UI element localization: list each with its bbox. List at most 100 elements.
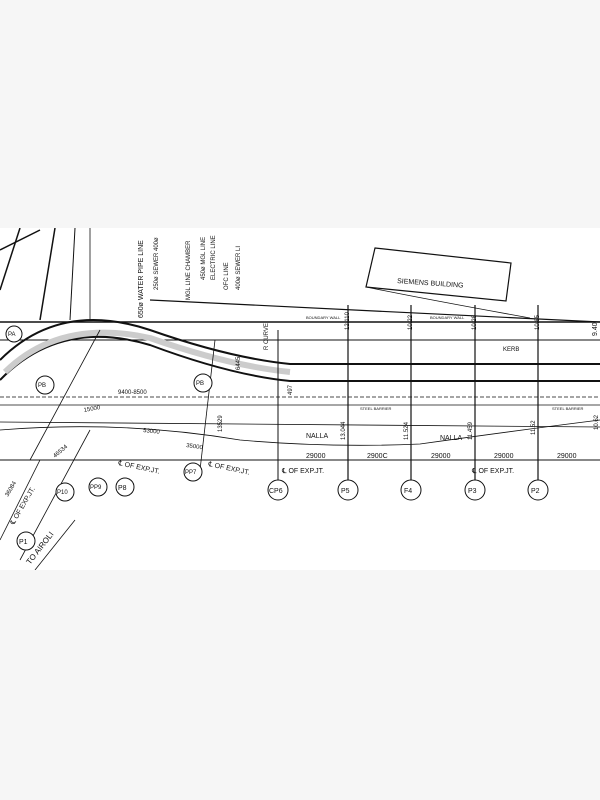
utility-label: 250ø SEWER 400ø (154, 237, 160, 290)
pier-label: P3 (468, 488, 477, 495)
level-label: 10.85 (535, 314, 541, 330)
pier-label: CP6 (269, 488, 283, 495)
pier-circle (88, 477, 108, 497)
exp-joint-label: ℄ OF EXP.JT. (471, 468, 514, 475)
pier-label: P1 (19, 539, 28, 546)
nalla-label: NALLA (306, 433, 329, 440)
span-label: 29000 (431, 453, 451, 460)
pier-marker-p2: P2 (527, 479, 549, 501)
pier-marker-p1: P1 (16, 531, 36, 551)
dimension-label: 497 (288, 384, 294, 395)
pier-label: P8 (118, 485, 127, 492)
level-label: 10.28 (472, 314, 478, 330)
drawing-line (2, 329, 291, 375)
engineering-drawing: SIEMENS BUILDING 12.110 10.22 10.28 10.8… (0, 227, 600, 571)
span-label: 29000 (557, 453, 577, 460)
building-label: SIEMENS BUILDING (397, 278, 464, 290)
drawing-line (199, 339, 216, 471)
pier-marker-pp7: PP7 (183, 462, 203, 482)
utility-label: 450ø MGL LINE (201, 237, 207, 280)
exp-joint-label: ℄ OF EXP.JT. (207, 461, 251, 477)
exp-joint-label: ℄ OF EXP.JT. (9, 486, 37, 527)
boundary-wall-label: BOUNDARY WALL (306, 315, 341, 320)
pier-circle (527, 479, 549, 501)
pier-marker-pb: PB (193, 373, 213, 393)
dimension-label: 11.52 (531, 420, 537, 435)
pier-marker-p3: P3 (464, 479, 486, 501)
kerb-label: KERB (503, 347, 519, 353)
road-lines (0, 227, 600, 571)
pier-circle (464, 479, 486, 501)
pier-circle (5, 325, 23, 343)
pier-circle (193, 373, 213, 393)
pier-label: PA (8, 332, 16, 338)
offset-label: 9400-8500 (118, 390, 147, 396)
level-label: 12.110 (345, 311, 351, 330)
nalla-label: NALLA (440, 435, 463, 442)
drawing-line (0, 227, 21, 291)
level-label: 9.40 (592, 322, 599, 336)
pier-marker-p5: P5 (337, 479, 359, 501)
pier-marker-p8: P8 (115, 477, 135, 497)
drawing-line (0, 319, 600, 365)
dimension-label: 10.62 (594, 414, 600, 430)
pier-label: PB (38, 383, 46, 389)
pier-circle (16, 531, 36, 551)
drawing-line (69, 227, 76, 321)
exp-joint-label: ℄ OF EXP.JT. (281, 468, 324, 475)
drawing-line (39, 227, 56, 321)
dimension-label: 35000 (186, 443, 204, 451)
pier-marker-p10: P10 (55, 482, 75, 502)
dimension-label: 11.524 (404, 421, 410, 440)
pier-circle (35, 375, 55, 395)
drawing-line (0, 335, 600, 382)
boundary-wall-label: BOUNDARY WALL (430, 315, 465, 320)
level-label: 10.22 (408, 314, 414, 330)
pier-grid (199, 305, 539, 480)
pier-circle (183, 462, 203, 482)
pier-marker-pp9: PP9 (88, 477, 108, 497)
drawing-line (0, 229, 41, 251)
dimension-label: 6445 (236, 356, 242, 370)
drawing-line (29, 329, 101, 461)
pier-label: PB (196, 381, 204, 387)
pier-marker-cp6: CP6 (267, 479, 289, 501)
exp-joint-label: ℄ OF EXP.JT. (117, 460, 161, 476)
utility-label: 650ø WATER PIPE LINE (138, 240, 145, 318)
span-label: 29000 (306, 453, 326, 460)
span-label: 2900C (367, 453, 388, 460)
pier-circle (400, 479, 422, 501)
utility-label: OFC LINE (224, 262, 230, 290)
span-label: 29000 (494, 453, 514, 460)
dimension-label: 13529 (218, 415, 224, 432)
dimension-label: 46534 (52, 444, 69, 460)
pier-label: PP9 (90, 485, 102, 491)
pier-circle (115, 477, 135, 497)
dimension-label: 53000 (143, 428, 161, 436)
plan-drawing: SIEMENS BUILDING 12.110 10.22 10.28 10.8… (0, 227, 600, 571)
utility-label: ELECTRIC LINE (211, 235, 217, 280)
pier-label: P10 (57, 490, 68, 496)
pier-markers: P1 P10 PP9 P8 PP7 CP6 P5 F4 P3 P2 PA PB … (5, 325, 549, 551)
pier-label: P5 (341, 488, 350, 495)
pier-marker-pb: PB (35, 375, 55, 395)
pier-circle (55, 482, 75, 502)
siemens-building (365, 247, 512, 302)
radius-label: R CURVE (264, 323, 270, 350)
pier-marker-f4: F4 (400, 479, 422, 501)
pier-label: F4 (404, 488, 412, 495)
pier-label: P2 (531, 488, 540, 495)
drawing-line (149, 299, 600, 323)
drawing-line (34, 519, 76, 571)
dimension-label: 13.044 (341, 421, 347, 440)
drawing-line (0, 421, 600, 428)
pier-circle (337, 479, 359, 501)
dimension-label: 36084 (5, 480, 19, 498)
dimension-label: 11.459 (468, 421, 474, 440)
pier-marker-pa: PA (5, 325, 23, 343)
drawing-line (0, 459, 41, 541)
pier-circle (267, 479, 289, 501)
utility-label: MGL LINE CHAMBER (186, 240, 192, 300)
utility-label: 400ø SEWER LI (236, 246, 242, 290)
drawing-line (0, 419, 600, 446)
